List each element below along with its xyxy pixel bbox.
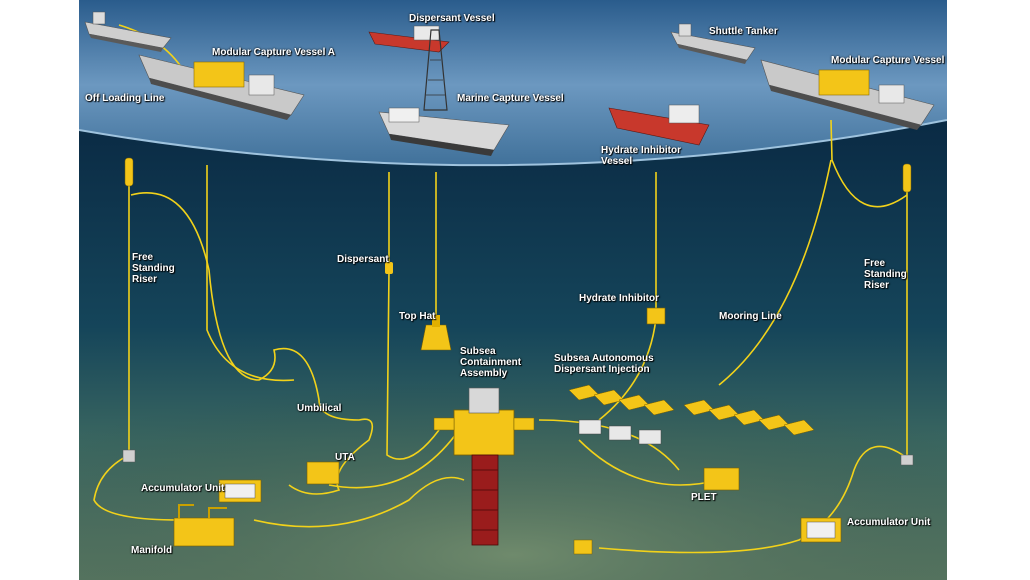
plet-line xyxy=(578,439,720,486)
small-yellow-frame xyxy=(573,539,593,555)
modular-capture-vessel-b xyxy=(760,59,935,130)
left-riser-jumper xyxy=(130,192,374,495)
subsea-containment-assembly xyxy=(433,387,535,546)
marine-capture-vessel xyxy=(378,29,510,156)
label-hydrate-inhibitor-vessel-line2: Vessel xyxy=(601,156,633,167)
label-marine-capture-vessel: Marine Capture Vessel xyxy=(457,93,564,104)
label-sadi: Subsea Autonomous Dispersant Injection xyxy=(554,353,654,375)
sadi-frames xyxy=(578,419,662,445)
left-riser-buoy xyxy=(124,157,134,187)
right-riser-base xyxy=(900,454,914,466)
label-modular-capture-a: Modular Capture Vessel A xyxy=(212,47,335,58)
label-top-hat: Top Hat xyxy=(399,311,436,322)
label-shuttle-tanker: Shuttle Tanker xyxy=(709,26,778,37)
label-dispersant-vessel: Dispersant Vessel xyxy=(409,13,495,24)
label-free-riser-right-line2: Standing xyxy=(864,269,907,280)
label-free-riser-left-line3: Riser xyxy=(132,274,158,285)
label-accumulator-right: Accumulator Unit xyxy=(847,517,931,528)
label-free-riser-right-line1: Free xyxy=(864,258,886,269)
label-accumulator-left: Accumulator Unit xyxy=(141,483,225,494)
accumulator-unit-right xyxy=(800,517,842,543)
uta xyxy=(306,461,340,485)
plet xyxy=(703,467,740,491)
label-offloading-line: Off Loading Line xyxy=(85,93,165,104)
label-subsea-containment: Subsea Containment Assembly xyxy=(460,346,521,379)
label-subsea-containment-line3: Assembly xyxy=(460,368,508,379)
label-sadi-line1: Subsea Autonomous xyxy=(554,353,654,364)
manifold-line xyxy=(253,476,465,528)
mooring-line xyxy=(718,159,832,386)
label-dispersant: Dispersant xyxy=(337,254,389,265)
label-free-riser-right-line3: Riser xyxy=(864,280,890,291)
containment-line-left xyxy=(328,429,460,489)
label-sadi-line2: Dispersant Injection xyxy=(554,364,650,375)
dispersant-buoy xyxy=(385,262,393,274)
top-hat xyxy=(420,315,452,351)
lines-group xyxy=(93,24,908,554)
right-riser-jumper xyxy=(830,119,908,208)
manifold xyxy=(173,504,235,547)
label-hydrate-inhibitor: Hydrate Inhibitor xyxy=(579,293,660,304)
label-modular-capture-b: Modular Capture Vessel B xyxy=(831,55,947,66)
label-hydrate-inhibitor-vessel-line1: Hydrate Inhibitor xyxy=(601,145,682,156)
umbilical-line xyxy=(206,165,295,382)
hydrate-inhibitor-vessel xyxy=(608,104,710,146)
label-umbilical: Umbilical xyxy=(297,403,342,414)
sadi-units xyxy=(568,384,815,436)
dispersant-line xyxy=(386,172,440,460)
shuttle-tanker-left xyxy=(84,11,172,52)
label-subsea-containment-line2: Containment xyxy=(460,357,522,368)
modular-capture-vessel-a xyxy=(138,54,305,120)
surface-edge xyxy=(79,119,947,167)
shuttle-tanker-right xyxy=(670,23,756,64)
label-manifold: Manifold xyxy=(131,545,173,556)
accumulator-unit-left xyxy=(218,479,262,503)
right-riser-buoy xyxy=(902,163,912,193)
subsea-system-illustration xyxy=(79,0,947,580)
left-riser-base xyxy=(122,449,136,463)
hydrate-inhibitor-unit xyxy=(646,307,666,325)
label-uta: UTA xyxy=(335,452,355,463)
label-free-riser-left-line1: Free xyxy=(132,252,154,263)
diagram-canvas: Off Loading Line Modular Capture Vessel … xyxy=(79,0,947,580)
label-mooring-line: Mooring Line xyxy=(719,311,782,322)
label-free-riser-left: Free Standing Riser xyxy=(132,252,175,285)
label-hydrate-inhibitor-vessel: Hydrate Inhibitor Vessel xyxy=(601,145,681,167)
label-free-riser-right: Free Standing Riser xyxy=(864,258,907,291)
label-free-riser-left-line2: Standing xyxy=(132,263,175,274)
label-subsea-containment-line1: Subsea xyxy=(460,346,496,357)
left-flowline xyxy=(93,454,180,521)
label-plet: PLET xyxy=(691,492,717,503)
